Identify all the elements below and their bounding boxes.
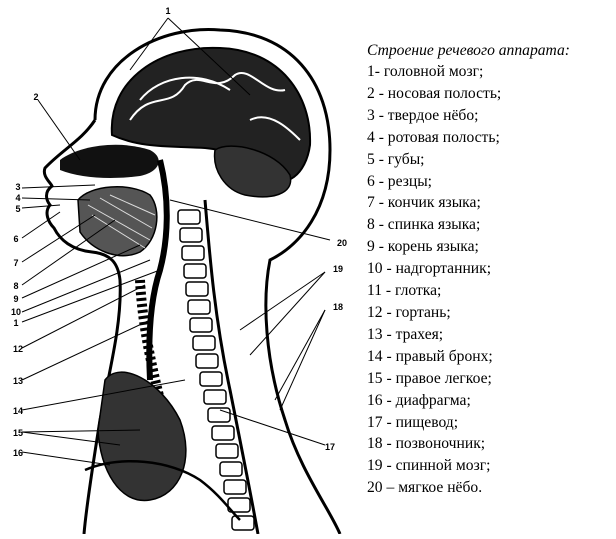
- legend-item: 8 - спинка языка;: [367, 214, 612, 236]
- speech-apparatus-diagram: 1 2 3 4 5 6 7 8 9 10 1 12 13 14 15 16 17…: [0, 0, 370, 534]
- label-13: 13: [13, 376, 23, 386]
- label-9: 9: [13, 294, 18, 304]
- label-12: 12: [13, 344, 23, 354]
- label-11: 1: [13, 318, 18, 328]
- label-19: 19: [333, 264, 343, 274]
- legend-item: 13 - трахея;: [367, 324, 612, 346]
- anatomy-figure: 1 2 3 4 5 6 7 8 9 10 1 12 13 14 15 16 17…: [0, 0, 370, 534]
- label-6: 6: [13, 234, 18, 244]
- label-20: 20: [337, 238, 347, 248]
- legend-item: 1- головной мозг;: [367, 61, 612, 83]
- label-14: 14: [13, 406, 23, 416]
- label-10: 10: [11, 307, 21, 317]
- legend-item: 16 - диафрагма;: [367, 390, 612, 412]
- legend-item: 2 - носовая полость;: [367, 83, 612, 105]
- lung: [98, 372, 186, 500]
- legend-item: 9 - корень языка;: [367, 236, 612, 258]
- label-8: 8: [13, 281, 18, 291]
- legend-list: 1- головной мозг; 2 - носовая полость; 3…: [367, 61, 612, 499]
- label-7: 7: [13, 258, 18, 268]
- label-5: 5: [15, 204, 20, 214]
- legend-item: 20 – мягкое нёбо.: [367, 477, 612, 499]
- legend-item: 10 - надгортанник;: [367, 258, 612, 280]
- label-15: 15: [13, 428, 23, 438]
- legend-item: 5 - губы;: [367, 149, 612, 171]
- label-2: 2: [33, 92, 38, 102]
- legend-title: Строение речевого аппарата:: [367, 40, 612, 61]
- legend-item: 4 - ротовая полость;: [367, 127, 612, 149]
- label-3: 3: [15, 182, 20, 192]
- legend-item: 19 - спинной мозг;: [367, 455, 612, 477]
- legend-item: 12 - гортань;: [367, 302, 612, 324]
- legend-item: 3 - твердое нёбо;: [367, 105, 612, 127]
- legend-item: 14 - правый бронх;: [367, 346, 612, 368]
- spine: [178, 210, 254, 530]
- legend: Строение речевого аппарата: 1- головной …: [367, 40, 612, 499]
- label-18: 18: [333, 302, 343, 312]
- label-1: 1: [165, 6, 170, 16]
- legend-item: 17 - пищевод;: [367, 412, 612, 434]
- legend-item: 7 - кончик языка;: [367, 192, 612, 214]
- legend-item: 6 - резцы;: [367, 171, 612, 193]
- label-16: 16: [13, 448, 23, 458]
- legend-item: 11 - глотка;: [367, 280, 612, 302]
- label-17: 17: [325, 442, 335, 452]
- legend-item: 18 - позвоночник;: [367, 433, 612, 455]
- label-4: 4: [15, 193, 20, 203]
- legend-item: 15 - правое легкое;: [367, 368, 612, 390]
- nasal-cavity: [60, 145, 159, 178]
